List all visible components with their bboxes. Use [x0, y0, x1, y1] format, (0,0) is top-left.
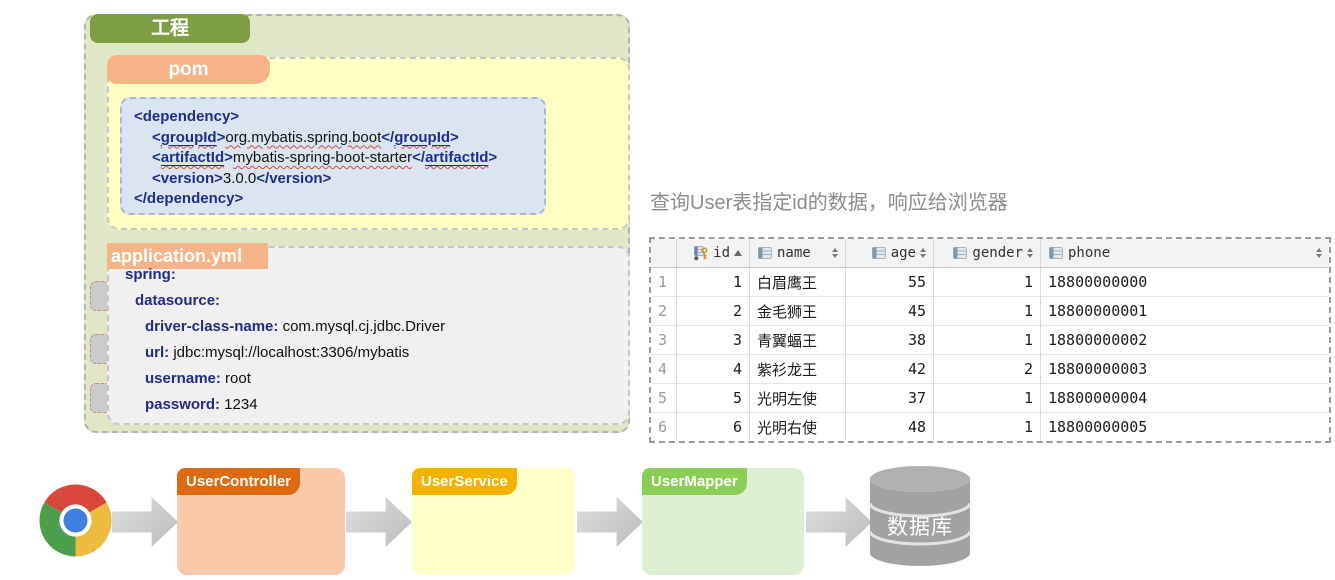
table-cell-name: 光明右使 [750, 413, 846, 441]
key-icon [693, 245, 709, 261]
column-header-label: phone [1068, 245, 1111, 261]
table-cell-name: 紫衫龙王 [750, 355, 846, 383]
yml-tab: application.yml [107, 243, 268, 269]
table-cell-name: 光明左使 [750, 384, 846, 412]
column-header-id[interactable]: id [677, 239, 750, 267]
column-header-phone[interactable]: phone [1041, 239, 1329, 267]
table-cell-id: 4 [677, 355, 750, 383]
yml-line: password: 1234 [145, 396, 258, 413]
flow-arrow [112, 497, 178, 547]
pom-code-line: <dependency> [134, 108, 240, 125]
table-icon [1048, 245, 1064, 261]
flow-node-usermapper: UserMapper [642, 468, 804, 575]
column-header-age[interactable]: age [846, 239, 934, 267]
row-number-header [651, 239, 677, 267]
table-cell-id: 2 [677, 297, 750, 325]
table-cell-id: 5 [677, 384, 750, 412]
pom-code-line: <version>3.0.0</version> [152, 169, 332, 187]
table-cell-phone: 18800000003 [1048, 360, 1148, 378]
database-label: 数据库 [887, 516, 953, 539]
table-cell-age: 38 [846, 326, 934, 354]
table-cell-name: 青翼蝠王 [750, 326, 846, 354]
table-cell-name: 金毛狮王 [750, 297, 846, 325]
table-cell-gender: 2 [934, 355, 1041, 383]
row-number-cell: 3 [651, 326, 677, 354]
table-cell-id: 1 [677, 268, 750, 296]
pom-code-block: <dependency> <groupId>org.mybatis.spring.… [120, 97, 546, 215]
flow-arrow [806, 497, 872, 547]
table-cell-phone: 18800000002 [1048, 331, 1148, 349]
table-cell-age: 37 [846, 384, 934, 412]
table-cell-id: 6 [677, 413, 750, 441]
column-header-gender[interactable]: gender [934, 239, 1041, 267]
row-number-cell: 4 [651, 355, 677, 383]
flow-arrow [577, 497, 643, 547]
sort-asc-icon [734, 250, 742, 256]
yml-code-block: spring: datasource: driver-class-name: com… [107, 262, 617, 418]
yml-line: driver-class-name: com.mysql.cj.jdbc.Dri… [145, 318, 446, 335]
column-header-label: name [777, 245, 811, 261]
sort-both-icon [1027, 248, 1033, 258]
yml-panel [107, 246, 630, 425]
database-cylinder: 数据库 [868, 463, 972, 569]
table-cell-age: 45 [846, 297, 934, 325]
table-cell-name: 白眉鹰王 [750, 268, 846, 296]
table-icon [952, 245, 968, 261]
table-cell-age: 55 [846, 268, 934, 296]
project-tab: 工程 [90, 14, 250, 43]
table-cell-age: 42 [846, 355, 934, 383]
pom-code-line: </dependency> [134, 190, 244, 207]
table-cell-gender: 1 [934, 268, 1041, 296]
flow-node-label: UserService [412, 468, 517, 495]
pom-code-line: <artifactId>mybatis-spring-boot-starter<… [152, 149, 498, 166]
yml-line: datasource: [135, 292, 221, 309]
table-cell-age: 48 [846, 413, 934, 441]
row-number-cell: 5 [651, 384, 677, 412]
flow-node-usercontroller: UserController [177, 468, 345, 575]
table-cell-gender: 1 [934, 413, 1041, 441]
sort-both-icon [920, 248, 926, 258]
sort-both-icon [832, 248, 838, 258]
table-cell-gender: 1 [934, 297, 1041, 325]
flow-arrow [346, 497, 412, 547]
row-number-cell: 2 [651, 297, 677, 325]
query-caption: 查询User表指定id的数据，响应给浏览器 [650, 192, 1008, 214]
yml-line: url: jdbc:mysql://localhost:3306/mybatis [145, 344, 410, 361]
flow-node-label: UserController [177, 468, 301, 495]
table-cell-id: 3 [677, 326, 750, 354]
chrome-browser-icon [38, 483, 113, 558]
yml-line: spring: [125, 266, 176, 283]
flow-node-userservice: UserService [412, 468, 575, 575]
table-cell-gender: 1 [934, 384, 1041, 412]
table-icon [871, 245, 887, 261]
table-cell-phone: 18800000005 [1048, 418, 1148, 436]
row-number-cell: 6 [651, 413, 677, 441]
table-header-row: id name age gender phone [651, 239, 1329, 268]
table-cell-phone: 18800000004 [1048, 389, 1148, 407]
yml-line: username: root [145, 370, 251, 387]
column-header-label: age [890, 245, 916, 261]
table-icon [757, 245, 773, 261]
sort-both-icon [1316, 248, 1322, 258]
column-header-label: gender [972, 245, 1023, 261]
column-header-label: id [713, 245, 730, 261]
table-cell-gender: 1 [934, 326, 1041, 354]
pom-code-line: <groupId>org.mybatis.spring.boot</groupI… [152, 128, 459, 146]
column-header-name[interactable]: name [750, 239, 846, 267]
pom-tab: pom [107, 55, 270, 84]
row-number-cell: 1 [651, 268, 677, 296]
table-cell-phone: 18800000001 [1048, 302, 1148, 320]
table-cell-phone: 18800000000 [1048, 273, 1148, 291]
flow-node-label: UserMapper [642, 468, 747, 495]
